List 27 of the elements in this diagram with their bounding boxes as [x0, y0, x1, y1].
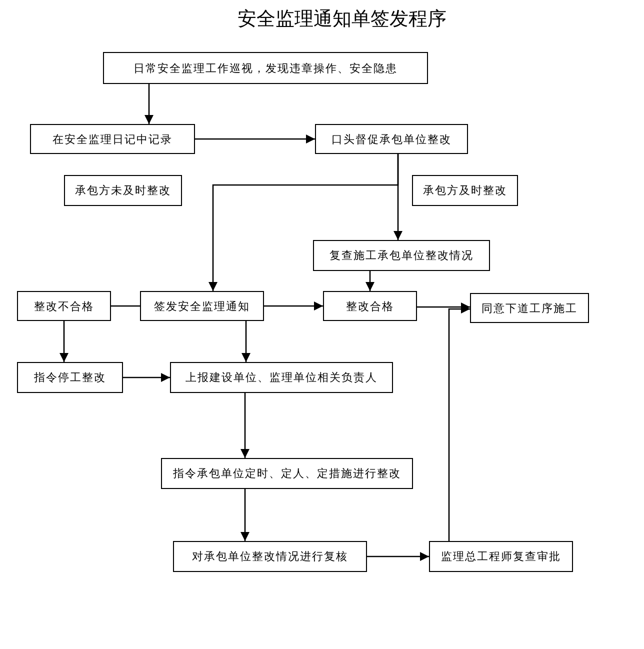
process-box: 承包方未及时整改 [64, 175, 182, 206]
process-box: 同意下道工序施工 [470, 293, 589, 323]
arrow [394, 154, 402, 240]
arrow [195, 134, 315, 144]
process-box: 口头督促承包单位整改 [315, 124, 468, 154]
process-box: 复查施工承包单位整改情况 [313, 240, 490, 271]
arrow [240, 393, 250, 458]
process-box: 整改不合格 [17, 291, 111, 321]
arrow [367, 552, 429, 561]
arrow [144, 84, 154, 124]
process-box: 在安全监理日记中记录 [30, 124, 195, 154]
arrow [242, 321, 250, 362]
arrow [264, 302, 323, 310]
arrow [366, 271, 374, 291]
process-box: 指令承包单位定时、定人、定措施进行整改 [161, 458, 413, 489]
diagram-title: 安全监理通知单签发程序 [238, 7, 446, 32]
process-box: 指令停工整改 [17, 362, 123, 393]
process-box: 监理总工程师复查审批 [429, 541, 573, 572]
process-box: 整改合格 [323, 291, 417, 321]
process-box: 日常安全监理工作巡视，发现违章操作、安全隐患 [103, 52, 428, 84]
process-box: 签发安全监理通知 [140, 291, 264, 321]
process-box: 上报建设单位、监理单位相关负责人 [170, 362, 393, 393]
arrow [240, 489, 250, 541]
process-box: 承包方及时整改 [412, 175, 518, 206]
arrow [60, 321, 68, 362]
arrow [123, 373, 170, 382]
process-box: 对承包单位整改情况进行复核 [173, 541, 367, 572]
